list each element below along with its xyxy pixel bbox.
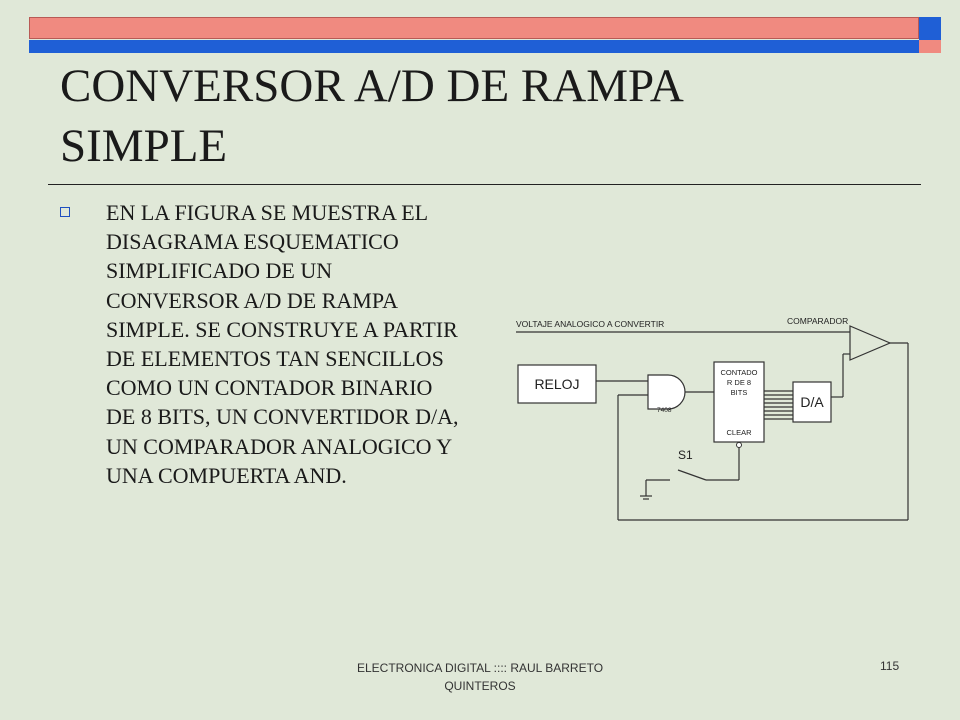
dac-block: [792, 381, 832, 423]
counter-label-line1: CONTADO: [721, 368, 758, 377]
gate-label: 7408: [657, 407, 672, 414]
comparator-label: COMPARADOR: [787, 316, 848, 326]
counter-clear-label: CLEAR: [726, 428, 752, 437]
switch-label: S1: [678, 448, 693, 462]
square-bullet-icon: [60, 207, 70, 217]
header-square-salmon: [919, 40, 941, 53]
clock-label: RELOJ: [534, 376, 579, 392]
footer-author-line1: ELECTRONICA DIGITAL :::: RAUL BARRETO: [356, 661, 604, 675]
header-bar-blue: [29, 40, 919, 53]
header-bar-salmon: [29, 17, 919, 39]
counter-label-line3: BITS: [731, 388, 748, 397]
comparator-symbol: [849, 325, 892, 361]
switch-contact: [677, 469, 707, 481]
bullet-text: EN LA FIGURA SE MUESTRA EL DISAGRAMA ESQ…: [106, 200, 459, 488]
adc-schematic-diagram: VOLTAJE ANALOGICO A CONVERTIR COMPARADOR…: [516, 316, 909, 521]
dac-label: D/A: [800, 394, 824, 410]
title-divider: [48, 184, 921, 185]
page-number: 115: [880, 659, 900, 673]
footer-author-line2: QUINTEROS: [444, 679, 516, 693]
slide-title: CONVERSOR A/D DE RAMPA SIMPLE: [60, 60, 682, 172]
counter-label-line2: R DE 8: [727, 378, 751, 387]
header-square-blue: [919, 17, 941, 40]
and-gate-symbol: [647, 374, 686, 410]
clock-block: [517, 364, 597, 404]
input-voltage-label: VOLTAJE ANALOGICO A CONVERTIR: [516, 319, 664, 329]
footer-author: ELECTRONICA DIGITAL :::: RAUL BARRETO QU…: [300, 659, 660, 695]
